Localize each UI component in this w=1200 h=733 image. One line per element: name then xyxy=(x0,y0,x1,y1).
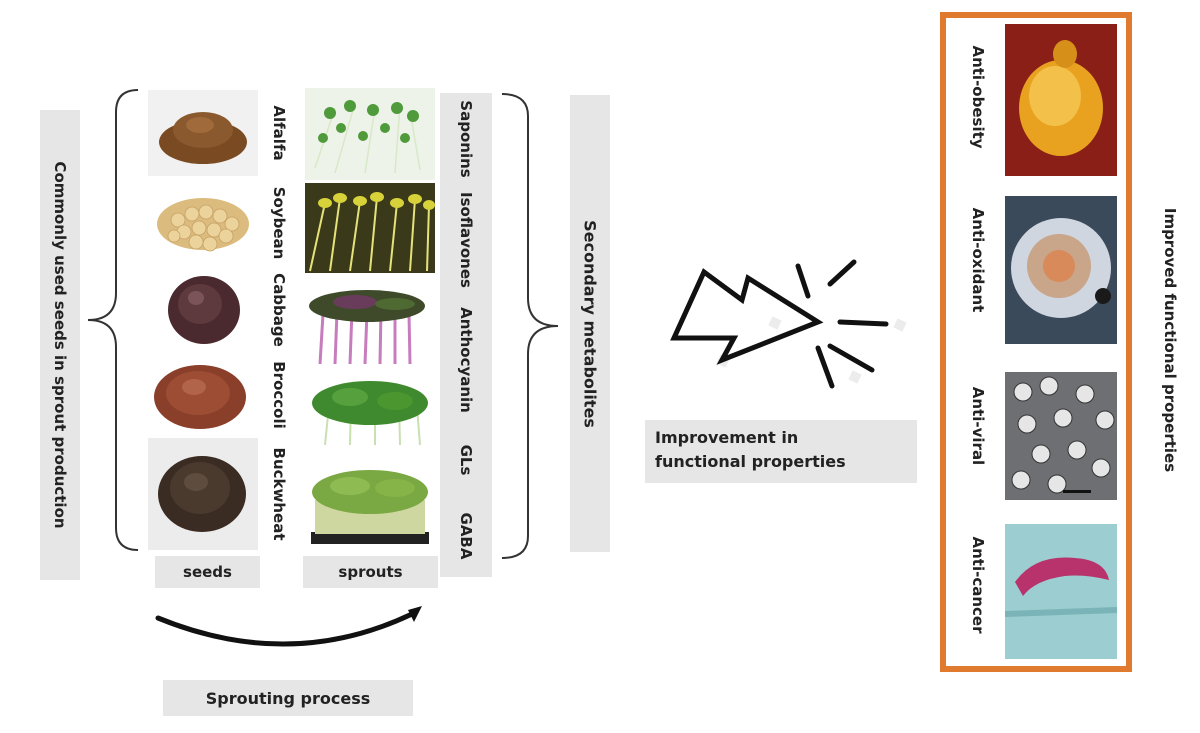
functional-label-anti-oxidant: Anti-oxidant xyxy=(969,207,987,313)
sprout-photo-alfalfa xyxy=(305,88,435,180)
seed-photo-soybean xyxy=(148,180,258,265)
sprout-photo-soybean xyxy=(305,183,435,273)
left-brace xyxy=(87,89,139,551)
improvement-label-line1: Improvement in xyxy=(655,428,799,447)
improvement-arrow-icon xyxy=(670,259,907,389)
seeds-label: seeds xyxy=(183,563,232,581)
process-label-box: Sprouting process xyxy=(163,680,413,716)
functional-image-anti-viral xyxy=(1005,372,1117,500)
left-label: Commonly used seeds in sprout production xyxy=(51,161,69,529)
improvement-label-box: Improvement in functional properties xyxy=(645,420,917,483)
seed-photo-buckwheat xyxy=(148,438,258,550)
seed-label-broccoli: Broccoli xyxy=(270,361,288,429)
seed-photo-alfalfa xyxy=(148,90,258,176)
metabolites-label: Secondary metabolites xyxy=(580,219,600,428)
metabolite-saponins: Saponins xyxy=(457,100,475,178)
sprouting-arrow xyxy=(155,606,422,647)
seed-label-soybean: Soybean xyxy=(270,186,288,259)
right-label: Improved functional properties xyxy=(1161,207,1179,473)
functional-image-anti-obesity xyxy=(1005,24,1117,176)
metabolite-gaba: GABA xyxy=(457,512,475,560)
metabolite-isoflavones: Isoflavones xyxy=(457,192,475,288)
sprouts-label: sprouts xyxy=(338,563,403,581)
right-brace xyxy=(501,93,559,559)
sprout-photo-broccoli xyxy=(305,375,435,447)
process-label: Sprouting process xyxy=(205,688,371,708)
metabolite-anthocyanin: Anthocyanin xyxy=(457,307,475,413)
seed-label-cabbage: Cabbage xyxy=(270,273,288,347)
sprout-photo-buckwheat xyxy=(305,460,435,548)
functional-image-anti-oxidant xyxy=(1005,196,1117,344)
left-label-box: Commonly used seeds in sprout production xyxy=(40,110,80,580)
seed-photo-cabbage xyxy=(148,268,258,352)
improvement-label-line2: functional properties xyxy=(655,452,846,471)
metabolite-gls: GLs xyxy=(457,444,475,476)
metabolites-panel xyxy=(440,93,492,577)
functional-label-anti-viral: Anti-viral xyxy=(969,386,987,465)
seeds-label-box: seeds xyxy=(155,556,260,588)
functional-image-anti-cancer xyxy=(1005,524,1117,659)
seed-label-alfalfa: Alfalfa xyxy=(270,105,288,161)
sprout-photo-cabbage xyxy=(305,284,435,368)
seed-label-buckwheat: Buckwheat xyxy=(270,447,288,541)
metabolites-label-box: Secondary metabolites xyxy=(570,95,610,552)
functional-label-anti-obesity: Anti-obesity xyxy=(969,45,987,149)
seed-photo-broccoli xyxy=(148,355,258,435)
sprouts-label-box: sprouts xyxy=(303,556,438,588)
functional-label-anti-cancer: Anti-cancer xyxy=(969,536,987,633)
right-label-box: Improved functional properties xyxy=(1150,100,1190,580)
